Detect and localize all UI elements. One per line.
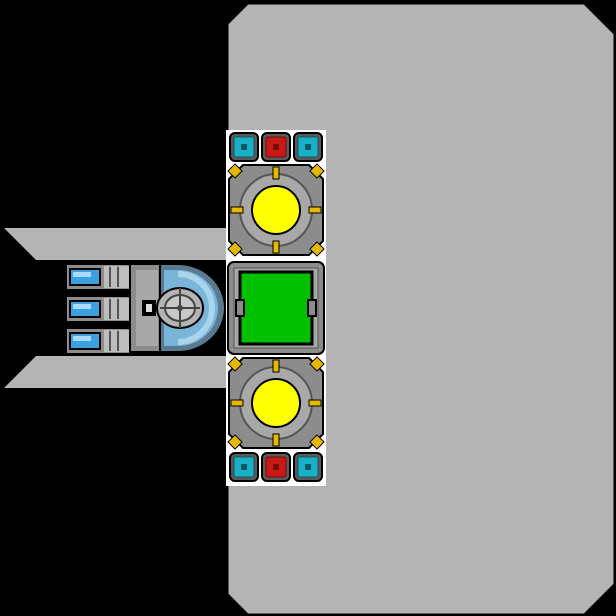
- weapon-icon: [265, 136, 287, 158]
- thruster-icon: [69, 300, 101, 318]
- engine-group[interactable]: [65, 263, 133, 355]
- shield-module-bottom-1[interactable]: [229, 452, 259, 482]
- reactor-bottom[interactable]: [227, 356, 325, 450]
- thruster-icon: [69, 332, 101, 350]
- shield-icon: [297, 456, 319, 478]
- cargo-bay[interactable]: [227, 261, 325, 355]
- weapon-module-top-2[interactable]: [261, 132, 291, 162]
- shield-icon: [233, 456, 255, 478]
- shield-module-top-3[interactable]: [293, 132, 323, 162]
- shield-module-bottom-3[interactable]: [293, 452, 323, 482]
- reactor-top[interactable]: [227, 163, 325, 257]
- reactor-icon: [251, 378, 301, 428]
- cargo-icon: [235, 270, 317, 346]
- weapon-icon: [265, 456, 287, 478]
- cockpit[interactable]: [129, 263, 226, 353]
- cockpit-icon: [160, 288, 200, 328]
- shield-icon: [297, 136, 319, 158]
- engine-2[interactable]: [65, 295, 133, 323]
- weapon-module-bottom-2[interactable]: [261, 452, 291, 482]
- thruster-icon: [69, 268, 101, 286]
- engine-3[interactable]: [65, 327, 133, 355]
- lower-wing[interactable]: [4, 356, 228, 388]
- shield-icon: [233, 136, 255, 158]
- shield-module-top-1[interactable]: [229, 132, 259, 162]
- upper-wing[interactable]: [4, 228, 228, 260]
- engine-1[interactable]: [65, 263, 133, 291]
- reactor-icon: [251, 185, 301, 235]
